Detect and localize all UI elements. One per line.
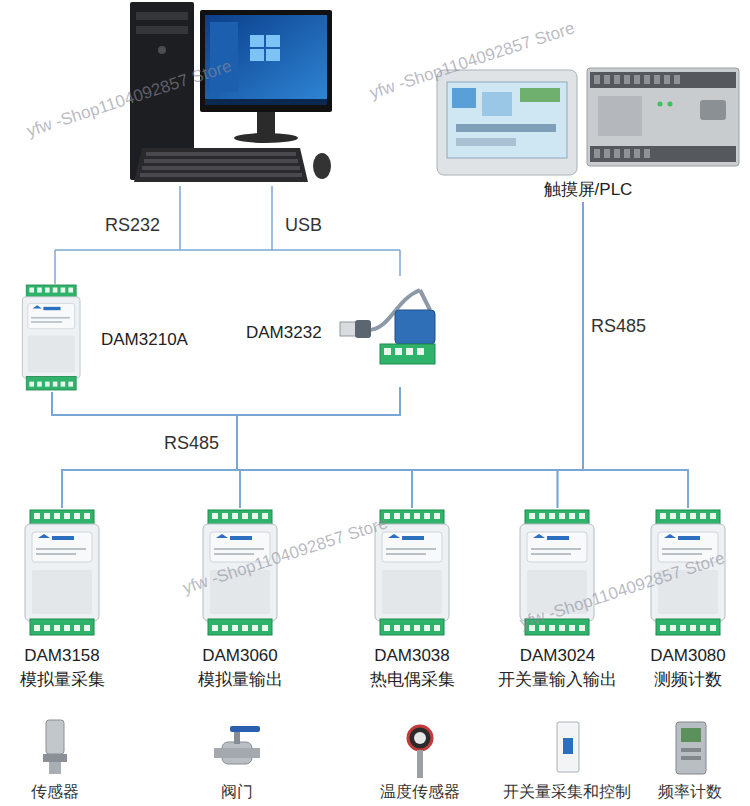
- device-caption: 频率计数: [658, 782, 722, 802]
- bus-label: RS232: [105, 214, 160, 236]
- node-desc: 模拟量采集: [20, 668, 105, 692]
- node-desc: 模拟量输出: [198, 668, 283, 692]
- bus-connector: [237, 387, 688, 508]
- node-desc: 测频计数: [654, 668, 722, 692]
- usb-cable: [340, 290, 435, 364]
- bus-connector: [558, 202, 584, 508]
- bus-connector: [583, 202, 688, 508]
- node-name: DAM3232: [246, 321, 322, 345]
- node-name: DAM3210A: [101, 328, 188, 352]
- device-caption: 传感器: [31, 782, 79, 802]
- node-name: DAM3038: [374, 644, 450, 668]
- bus-connector: [62, 202, 583, 508]
- bus-label: USB: [285, 214, 322, 236]
- node-name: DAM3080: [650, 644, 726, 668]
- bus-connector: [237, 387, 412, 508]
- node-name: DAM3158: [24, 644, 100, 668]
- node-name: DAM3060: [202, 644, 278, 668]
- bus-connector: [52, 392, 688, 508]
- pc-wires: [55, 186, 400, 284]
- node-desc: 开关量输入输出: [498, 668, 617, 692]
- bus-connector: [412, 202, 583, 508]
- bus-connector: [52, 392, 240, 508]
- bus-connector: [237, 387, 558, 508]
- bus-connector: [62, 387, 400, 508]
- device-caption: 温度传感器: [380, 782, 460, 802]
- device-caption: 阀门: [221, 782, 253, 802]
- node-name: 触摸屏/PLC: [544, 178, 633, 202]
- node-desc: 热电偶采集: [370, 668, 455, 692]
- converter-node: DAM3232: [246, 272, 422, 387]
- node-name: DAM3024: [520, 644, 596, 668]
- hmi-plc: [437, 68, 739, 175]
- module-node: DAM3060模拟量输出: [193, 508, 287, 692]
- hmi-plc-node: 触摸屏/PLC: [430, 60, 746, 202]
- device-caption: 开关量采集和控制: [503, 782, 631, 802]
- bus-label: RS485: [164, 432, 219, 454]
- bus-connector: [237, 387, 400, 508]
- field-devices: [43, 720, 706, 778]
- bus-connector: [52, 392, 412, 508]
- bus-connector: [52, 392, 558, 508]
- bus-connector: [52, 392, 237, 508]
- bus-connector: [240, 202, 583, 508]
- module-node: DAM3158模拟量采集: [15, 508, 109, 692]
- bus-label: RS485: [591, 315, 646, 337]
- converter-node: DAM3210A: [15, 282, 188, 392]
- module-node: DAM3080测频计数: [641, 508, 735, 692]
